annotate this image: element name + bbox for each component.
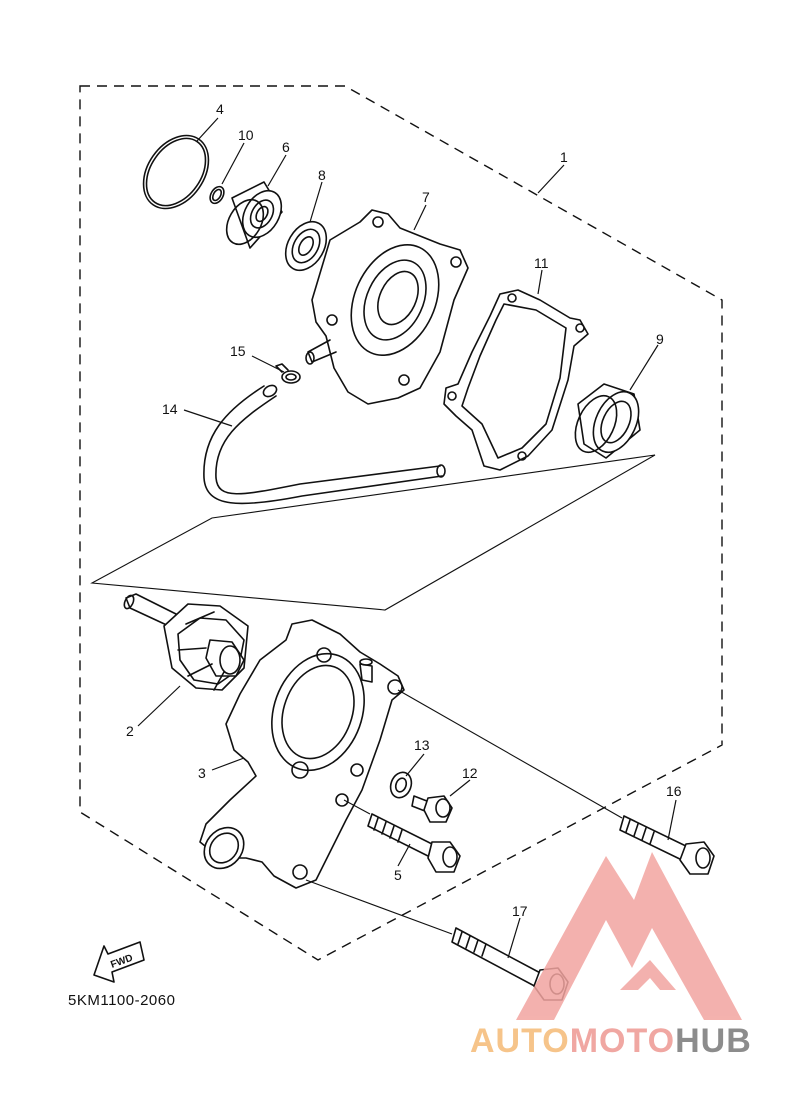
callout-4: 4 [216,101,224,117]
callout-2: 2 [126,723,134,739]
gasket-part [443,289,589,471]
o-ring-part [142,134,210,210]
medium-bolt-part [367,813,461,873]
callout-1: 1 [560,149,568,165]
seal-part [284,220,328,272]
long-bolt-part [619,815,715,875]
leader-15 [251,355,285,373]
watermark-word-hub: HUB [675,1022,752,1060]
leader-9 [629,344,659,391]
leader-4 [196,117,219,142]
leader-3 [211,757,245,771]
leader-17 [507,917,521,959]
leader-6 [267,154,287,187]
watermark-triangle-logo [516,852,742,1020]
callout-13: 13 [414,737,430,753]
hose-part [203,384,446,505]
assembly-boundary [79,85,723,961]
mechanical-seal-part [574,383,641,459]
callout-17: 17 [512,903,528,919]
callout-14: 14 [162,401,178,417]
callout-8: 8 [318,167,326,183]
leader-2 [137,685,181,727]
leader-14 [183,409,233,427]
callout-15: 15 [230,343,246,359]
watermark-text: AUTOMOTOHUB [470,1022,752,1060]
automotohub-logo [516,852,742,1020]
callout-16: 16 [666,783,682,799]
leader-16 [667,799,677,841]
watermark-word-auto: AUTO [470,1022,570,1060]
callout-10: 10 [238,127,254,143]
callout-3: 3 [198,765,206,781]
hose-clamp-part [275,363,301,384]
leader-10 [221,142,245,185]
leader-5 [397,843,411,867]
callout-11: 11 [534,255,549,271]
grouping-plane [90,454,656,611]
pump-cover-part [305,209,469,405]
callout-12: 12 [462,765,478,781]
leader-13 [405,753,425,777]
callout-9: 9 [656,331,664,347]
callout-6: 6 [282,139,290,155]
watermark-triangle-inner [620,960,676,990]
impeller-shaft-part [123,593,249,691]
pump-body-part [199,619,405,889]
watermark-word-moto: MOTO [570,1022,675,1060]
short-bolt-part [411,795,453,823]
alignment-line-17 [305,879,453,935]
leader-7 [413,204,427,231]
callout-7: 7 [422,189,430,205]
leader-1 [537,164,565,194]
leader-11 [537,269,543,295]
part-code: 5KM1100-2060 [68,992,175,1009]
fwd-arrow-icon: FWD [93,941,145,983]
callout-5: 5 [394,867,402,883]
leader-12 [449,779,471,797]
circlip-part [209,185,225,205]
washer-part [389,771,413,799]
leader-8 [309,181,323,223]
alignment-line-16 [397,689,623,819]
bearing-part [225,181,283,249]
alignment-line-5 [343,799,371,815]
